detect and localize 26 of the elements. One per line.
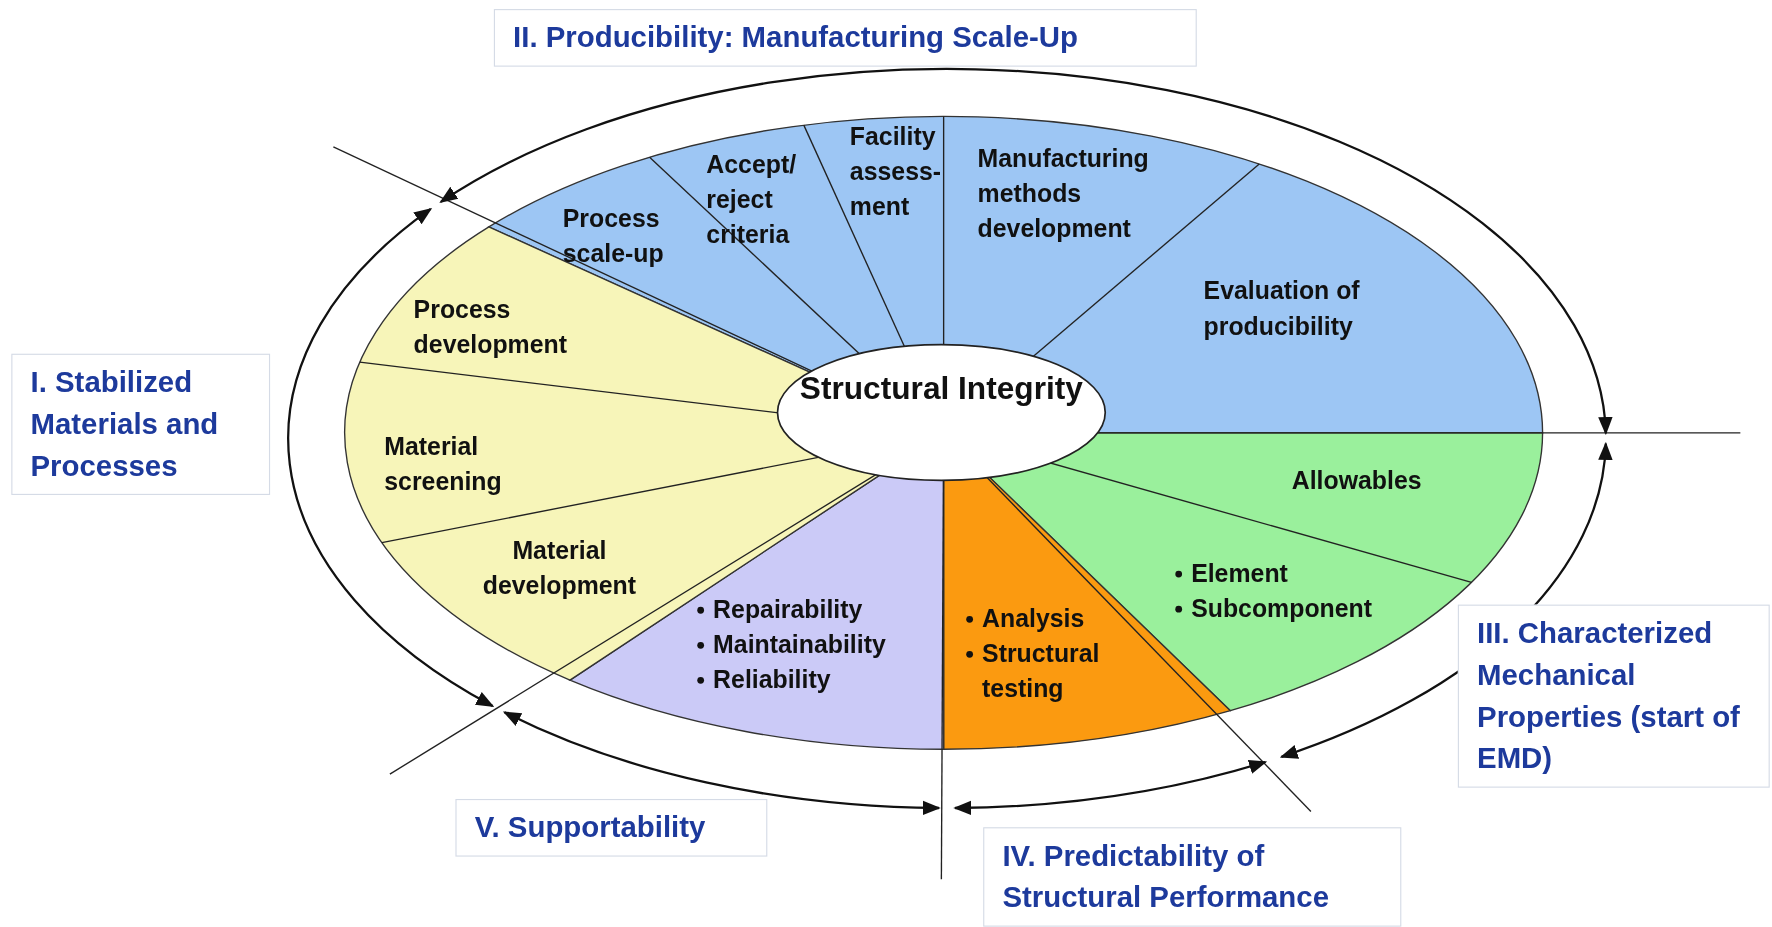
list-item: Repairability [713, 595, 863, 624]
sector-label: Evaluation of producibility [1203, 275, 1361, 343]
sector-label: Allowables [1291, 465, 1423, 497]
sector-label: Process development [413, 293, 568, 361]
phase-label: I. Stabilized Materials and Processes [30, 364, 220, 485]
sector-label: Facility assess- ment [849, 121, 943, 223]
phase-label: III. Characterized Mechanical Properties (start of EMD) [1477, 614, 1741, 778]
list-item: Structural testing [982, 639, 1100, 703]
list-item: Subcomponent [1191, 594, 1373, 623]
phase-label: V. Supportability [474, 809, 707, 847]
list-item: Element [1191, 559, 1288, 588]
sector-label: Manufacturing methods development [977, 143, 1150, 245]
list-item: Analysis [982, 604, 1085, 633]
list-item: Reliability [713, 665, 831, 694]
phase-label: IV. Predictability of Structural Performance [1002, 837, 1330, 917]
phase-label: II. Producibility: Manufacturing Scale-Up [513, 19, 1079, 57]
sector-label: Material screening [384, 431, 503, 499]
sector-label: Process scale-up [562, 203, 665, 270]
phase-box [493, 9, 1197, 67]
phase-box [983, 827, 1402, 927]
list-item: Maintainability [713, 630, 886, 659]
phase-box [11, 353, 271, 495]
sector-label: Material development [481, 535, 638, 603]
phase-box [455, 799, 768, 857]
phase-box [1457, 604, 1770, 788]
center-label: Structural Integrity [798, 369, 1084, 408]
